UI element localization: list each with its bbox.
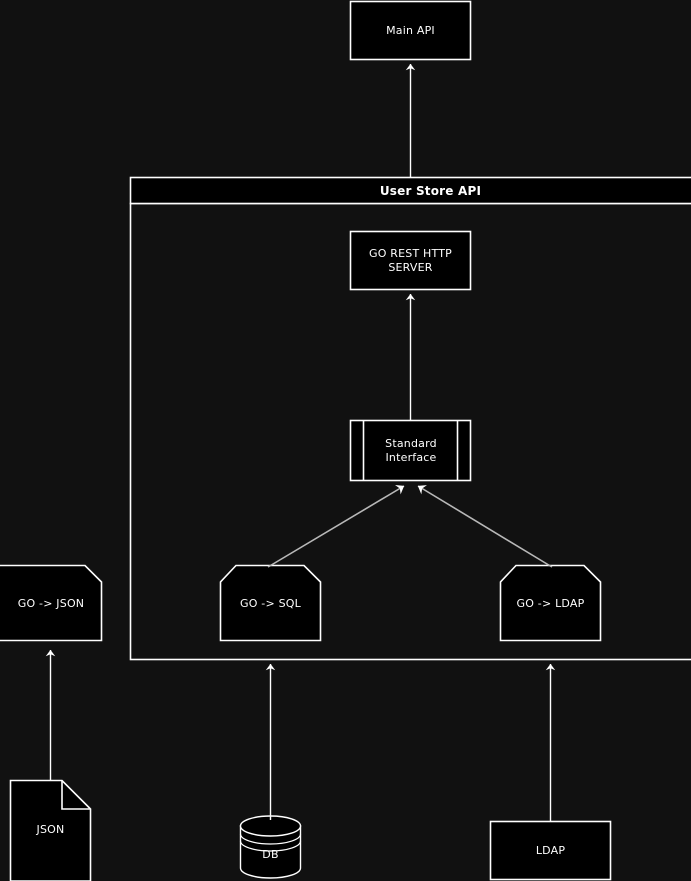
go-sql-node[interactable] [219,564,322,642]
json-document-node[interactable] [9,779,92,881]
cylinder-ring-2 [239,840,302,852]
cylinder-ring-1 [239,833,302,845]
edge-go-ldap-to-standard-interface [417,485,553,568]
main-api-node[interactable] [349,0,472,61]
user-store-api-header [129,176,691,205]
go-json-node[interactable] [0,564,103,642]
go-ldap-node[interactable] [499,564,602,642]
db-cylinder-node[interactable] [239,815,302,879]
document-fold [61,780,91,810]
standard-interface-node[interactable] [349,419,472,482]
ldap-node[interactable] [489,820,612,881]
go-rest-http-server-node[interactable] [349,230,472,291]
edge-go-sql-to-standard-interface [267,485,405,568]
